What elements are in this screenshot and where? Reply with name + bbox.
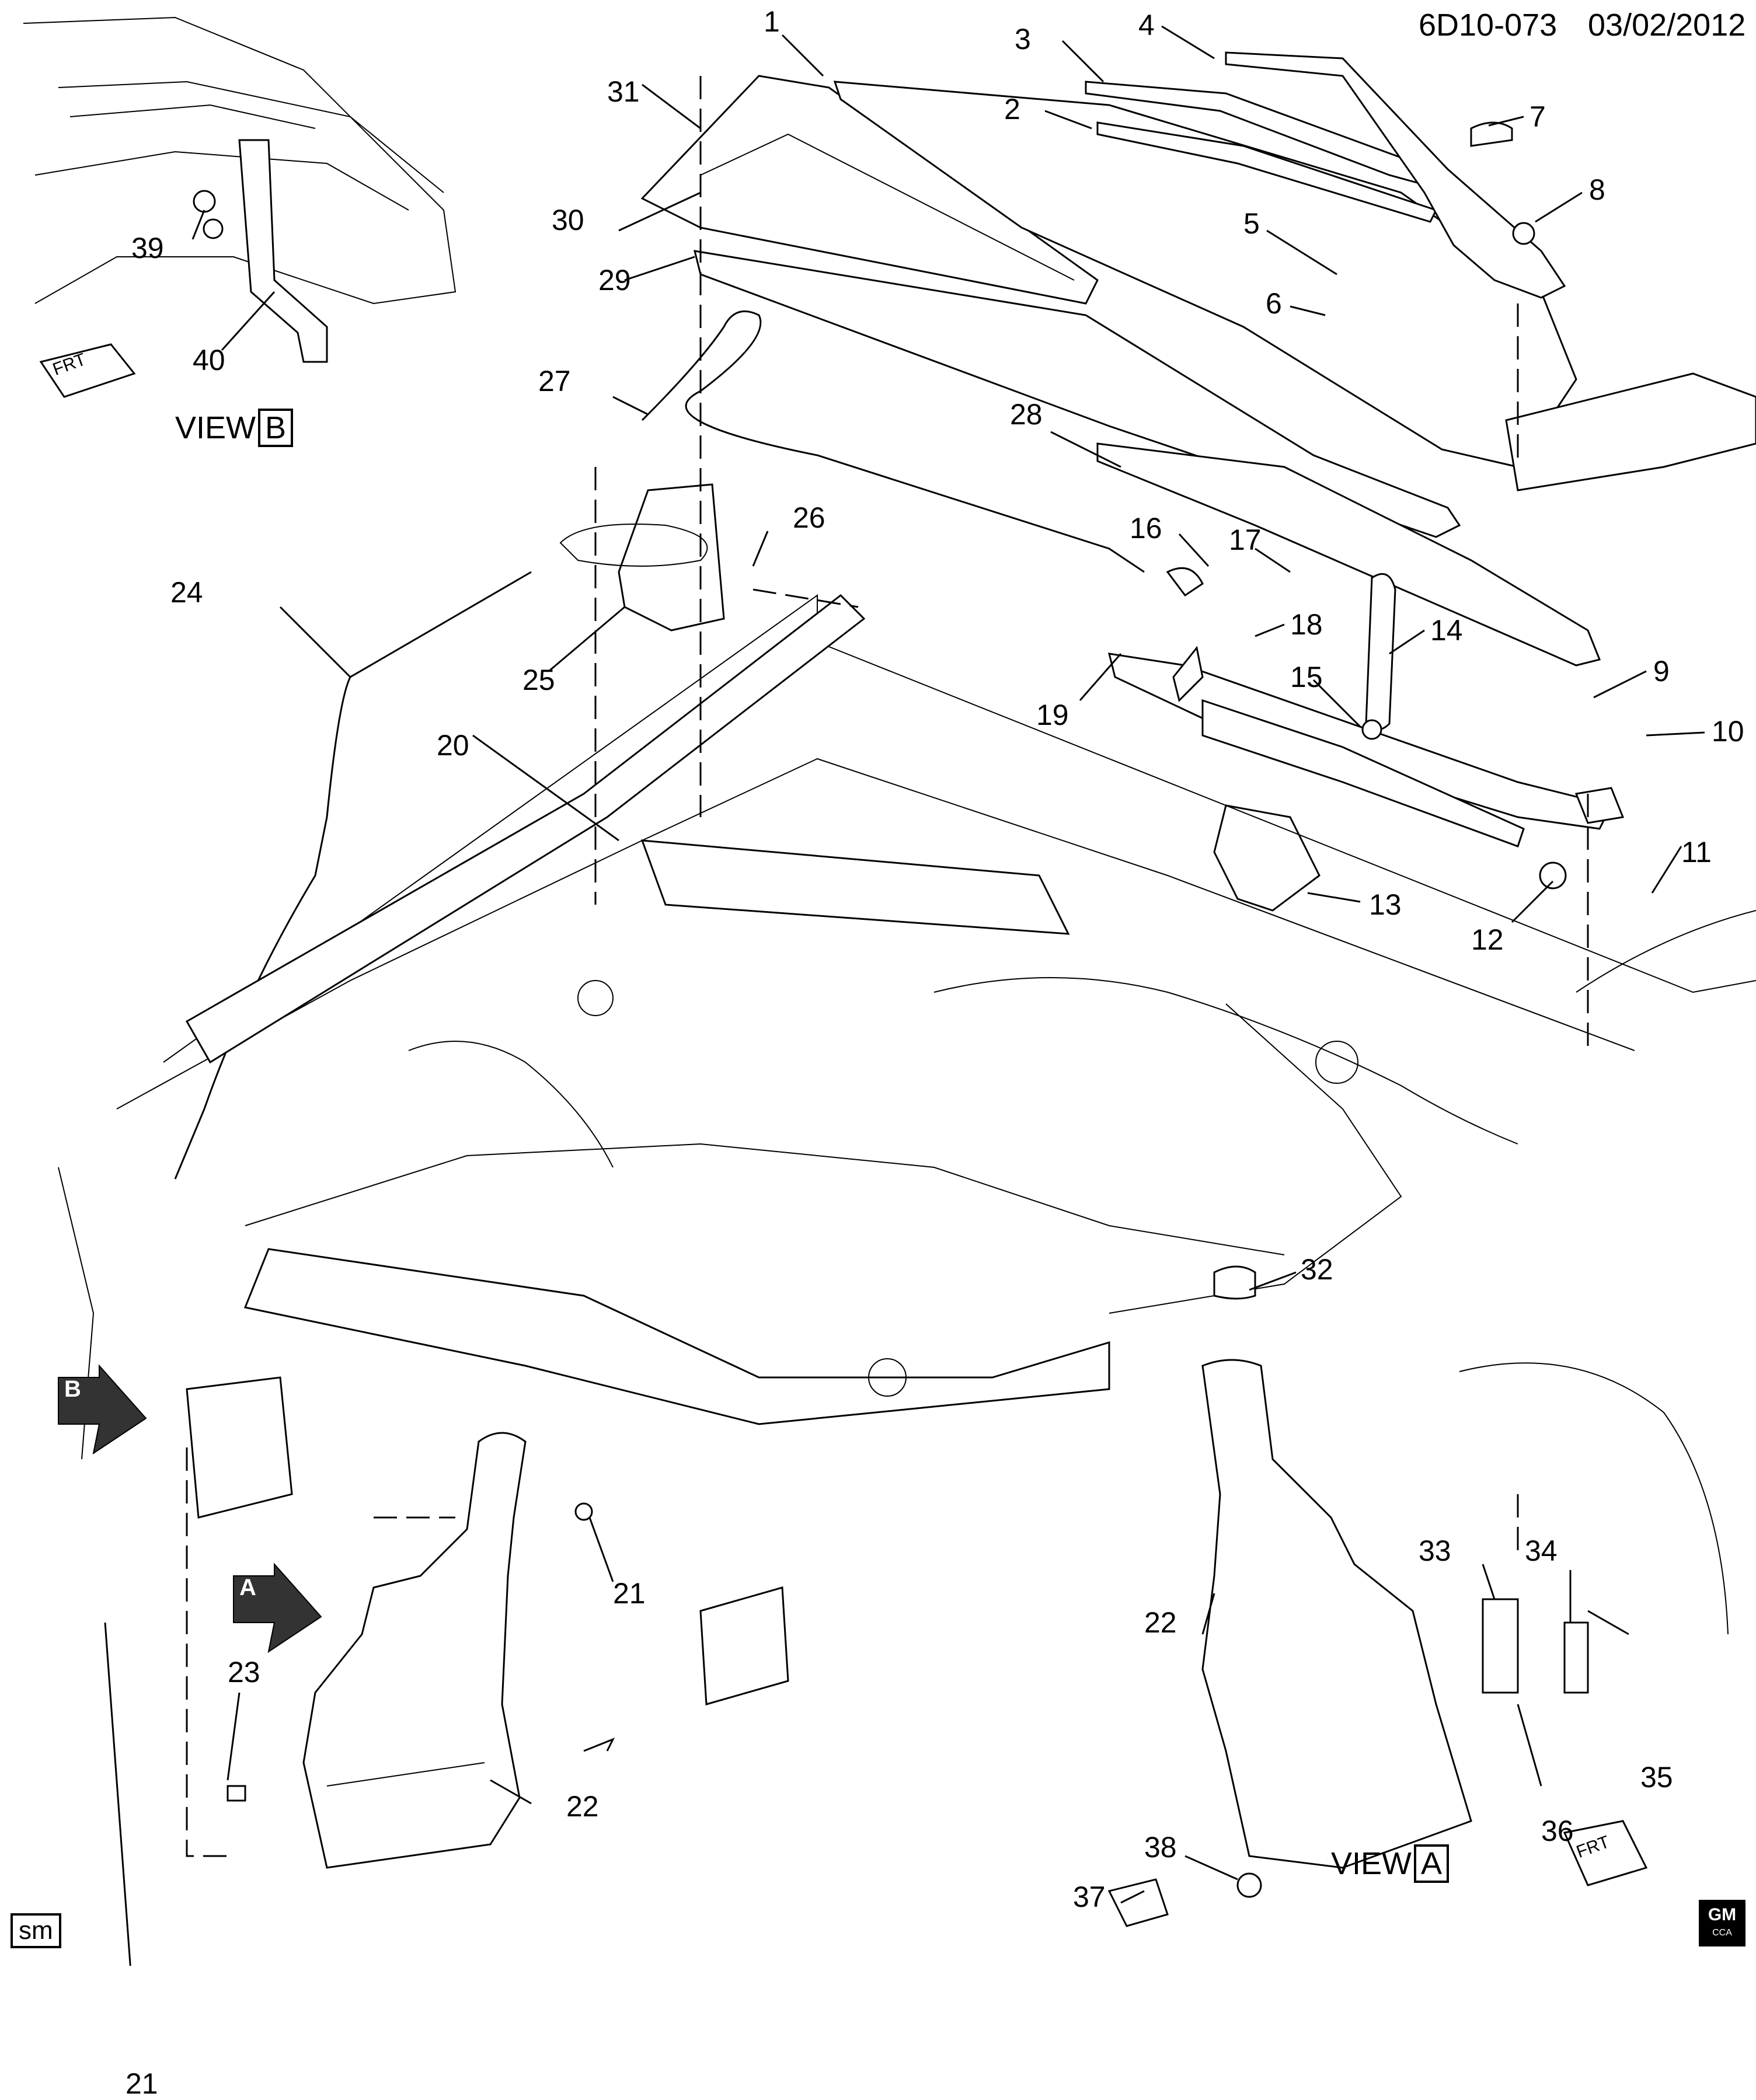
callout-14: 14 — [1430, 614, 1463, 647]
wiper-arms-art — [1085, 51, 1566, 299]
callout-24: 24 — [170, 576, 203, 609]
callout-28: 28 — [1010, 398, 1043, 431]
view-b-prefix: VIEW — [175, 410, 256, 445]
frt-arrow-b-shape — [39, 343, 136, 398]
direction-arrows — [58, 1364, 322, 1654]
leader-lines — [104, 25, 1705, 1966]
callout-39: 39 — [131, 232, 164, 264]
callout-17: 17 — [1229, 524, 1262, 556]
callout-21-upper: 21 — [613, 1577, 646, 1610]
callout-23: 23 — [228, 1656, 260, 1689]
callout-22-main: 22 — [566, 1790, 599, 1823]
washer-reservoir-view-a-art — [1107, 1265, 1648, 1927]
callout-40: 40 — [193, 344, 225, 376]
body-structure-art — [58, 594, 1756, 1705]
view-a-letter: A — [1414, 1844, 1450, 1883]
callout-22-view-a: 22 — [1144, 1606, 1177, 1639]
callout-27: 27 — [538, 365, 571, 397]
callout-38: 38 — [1144, 1831, 1177, 1864]
callout-30: 30 — [552, 204, 584, 236]
callout-3: 3 — [1015, 23, 1031, 55]
callout-25: 25 — [522, 664, 555, 696]
gm-logo: GM CCA — [1699, 1900, 1745, 1946]
footer-tag: sm — [11, 1913, 61, 1948]
diagram-date: 03/02/2012 — [1588, 8, 1746, 43]
arrow-b-letter: B — [64, 1376, 81, 1402]
callout-7: 7 — [1529, 100, 1546, 133]
callout-29: 29 — [598, 264, 631, 296]
callout-16: 16 — [1130, 512, 1162, 545]
callout-31: 31 — [607, 75, 640, 108]
callout-34: 34 — [1525, 1534, 1558, 1567]
view-b-letter: B — [258, 409, 294, 447]
callout-15: 15 — [1290, 661, 1323, 693]
diagram-code: 6D10-073 — [1419, 8, 1558, 43]
callout-33: 33 — [1419, 1534, 1451, 1567]
washer-hose-art — [174, 310, 1204, 1180]
callout-21-lower: 21 — [126, 2067, 158, 2100]
callout-18: 18 — [1290, 608, 1323, 641]
callout-19: 19 — [1036, 699, 1069, 731]
callout-13: 13 — [1369, 888, 1402, 921]
callout-36: 36 — [1541, 1815, 1574, 1847]
callout-8: 8 — [1589, 173, 1605, 206]
callout-35: 35 — [1640, 1761, 1673, 1794]
callout-26: 26 — [793, 501, 825, 534]
callout-9: 9 — [1653, 655, 1670, 688]
washer-reservoir-main-art — [227, 1432, 593, 1869]
wiper-linkage-art — [1107, 573, 1625, 912]
frt-arrow-a-shape — [1563, 1820, 1648, 1886]
callout-2: 2 — [1004, 93, 1020, 125]
gm-logo-text: GM — [1708, 1905, 1737, 1924]
callout-11: 11 — [1681, 836, 1712, 868]
diagram-artwork — [23, 16, 1756, 1966]
alignment-lines — [186, 76, 1589, 1857]
callout-1: 1 — [764, 5, 780, 38]
arrow-a-letter: A — [239, 1575, 256, 1600]
callout-12: 12 — [1471, 923, 1504, 956]
callout-4: 4 — [1138, 9, 1155, 41]
cowl-panel-art — [640, 75, 1756, 667]
callout-5: 5 — [1243, 207, 1260, 240]
view-b-inset-art — [23, 16, 457, 398]
callout-20: 20 — [437, 729, 469, 762]
view-a-prefix: VIEW — [1331, 1846, 1412, 1881]
callout-10: 10 — [1712, 715, 1744, 748]
callout-32: 32 — [1301, 1253, 1333, 1286]
callout-6: 6 — [1266, 287, 1282, 320]
callout-37: 37 — [1073, 1881, 1106, 1913]
gm-logo-sub: CCA — [1712, 1928, 1732, 1938]
